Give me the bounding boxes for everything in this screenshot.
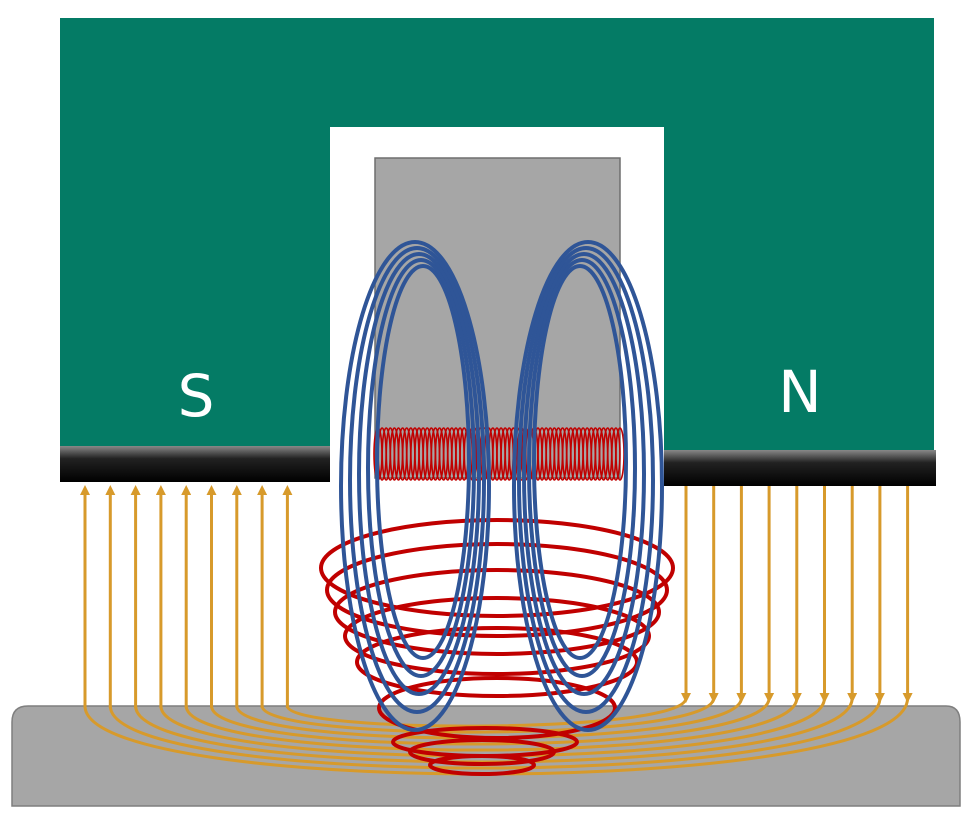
- eddy-current-ring: [377, 676, 617, 740]
- flux-arc: [285, 697, 688, 728]
- eddy-current-ring: [408, 738, 556, 766]
- eddy-current-ring: [325, 542, 669, 638]
- flux-arc: [184, 697, 799, 752]
- induced-field-loop-right: [522, 252, 646, 696]
- induced-field-loop-left: [339, 240, 491, 732]
- eddy-current-group: [319, 518, 675, 776]
- flux-arc-group: [83, 697, 910, 776]
- south-pole-face: [60, 446, 330, 482]
- coil-core: [374, 157, 621, 479]
- south-pole-label: S: [178, 362, 215, 430]
- north-pole-label: N: [778, 358, 821, 426]
- eddy-current-ring: [333, 568, 661, 656]
- flux-arc: [260, 697, 716, 734]
- north-pole-face: [664, 450, 936, 486]
- induced-field-loop-right: [517, 246, 655, 714]
- eddy-current-ring: [428, 754, 536, 776]
- magnet-body: [60, 18, 934, 452]
- induced-field-loop-left: [366, 258, 476, 678]
- induced-field-group: [339, 240, 664, 732]
- eddy-current-ring: [355, 626, 639, 698]
- eddy-current-ring: [319, 518, 675, 618]
- induced-field-loop-right: [527, 258, 637, 678]
- eddy-current-ring: [343, 596, 651, 676]
- induced-field-loop-left: [348, 246, 486, 714]
- flux-arc: [210, 697, 771, 746]
- flux-arrow-group: [80, 485, 913, 708]
- coil-turn: [611, 427, 621, 481]
- induced-field-loop-right: [512, 240, 664, 732]
- flux-arc: [108, 697, 882, 770]
- induced-field-loop-right: [532, 264, 628, 660]
- induced-field-loop-left: [357, 252, 481, 696]
- induced-field-loop-left: [375, 264, 471, 660]
